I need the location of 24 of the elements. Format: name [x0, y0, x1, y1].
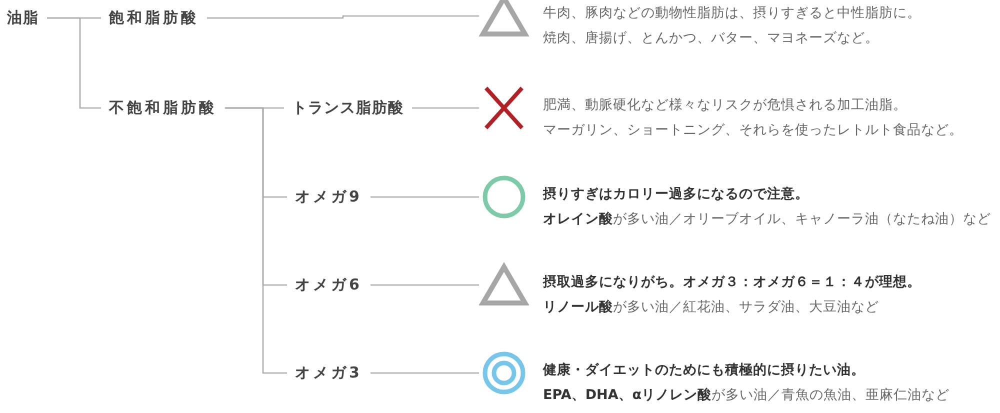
description-text: 摂取過多になりがち。オメガ３：オメガ６＝１：４が理想。 [543, 273, 921, 292]
category-label: オメガ9 [287, 186, 370, 208]
connector-line [207, 15, 479, 19]
description-text: マーガリン、ショートニング、それらを使ったレトルト食品など。 [543, 121, 963, 140]
description-text: 摂りすぎはカロリー過多になるので注意。 [543, 185, 810, 204]
connector-line [225, 107, 287, 374]
connector-line [412, 107, 479, 109]
description-text: 焼肉、唐揚げ、とんかつ、バター、マヨネーズなど。 [543, 29, 880, 48]
connector-line [370, 284, 479, 286]
category-label: オメガ6 [287, 274, 370, 296]
description-text: 牛肉、豚肉などの動物性脂肪は、摂りすぎると中性脂肪に。 [543, 4, 921, 23]
category-label: 飽和脂肪酸 [101, 6, 207, 30]
category-label: トランス脂肪酸 [284, 96, 412, 120]
description-text: リノール酸が多い油／紅花油、サラダ油、大豆油など [543, 298, 880, 317]
connector-line [47, 17, 101, 109]
connector-line [370, 372, 479, 374]
category-label: 不飽和脂肪酸 [101, 96, 225, 120]
description-text: 健康・ダイエットのためにも積極的に摂りたい油。 [543, 361, 866, 380]
description-text: EPA、DHA、αリノレン酸が多い油／青魚の魚油、亜麻仁油など [543, 386, 950, 405]
description-text: 肥満、動脈硬化など様々なリスクが危惧される加工油脂。 [543, 96, 908, 115]
category-label: 油脂 [0, 6, 47, 30]
connector-line [370, 196, 479, 198]
category-label: オメガ3 [287, 362, 370, 384]
description-text: オレイン酸が多い油／オリーブオイル、キャノーラ油（なたね油）など [543, 210, 991, 229]
